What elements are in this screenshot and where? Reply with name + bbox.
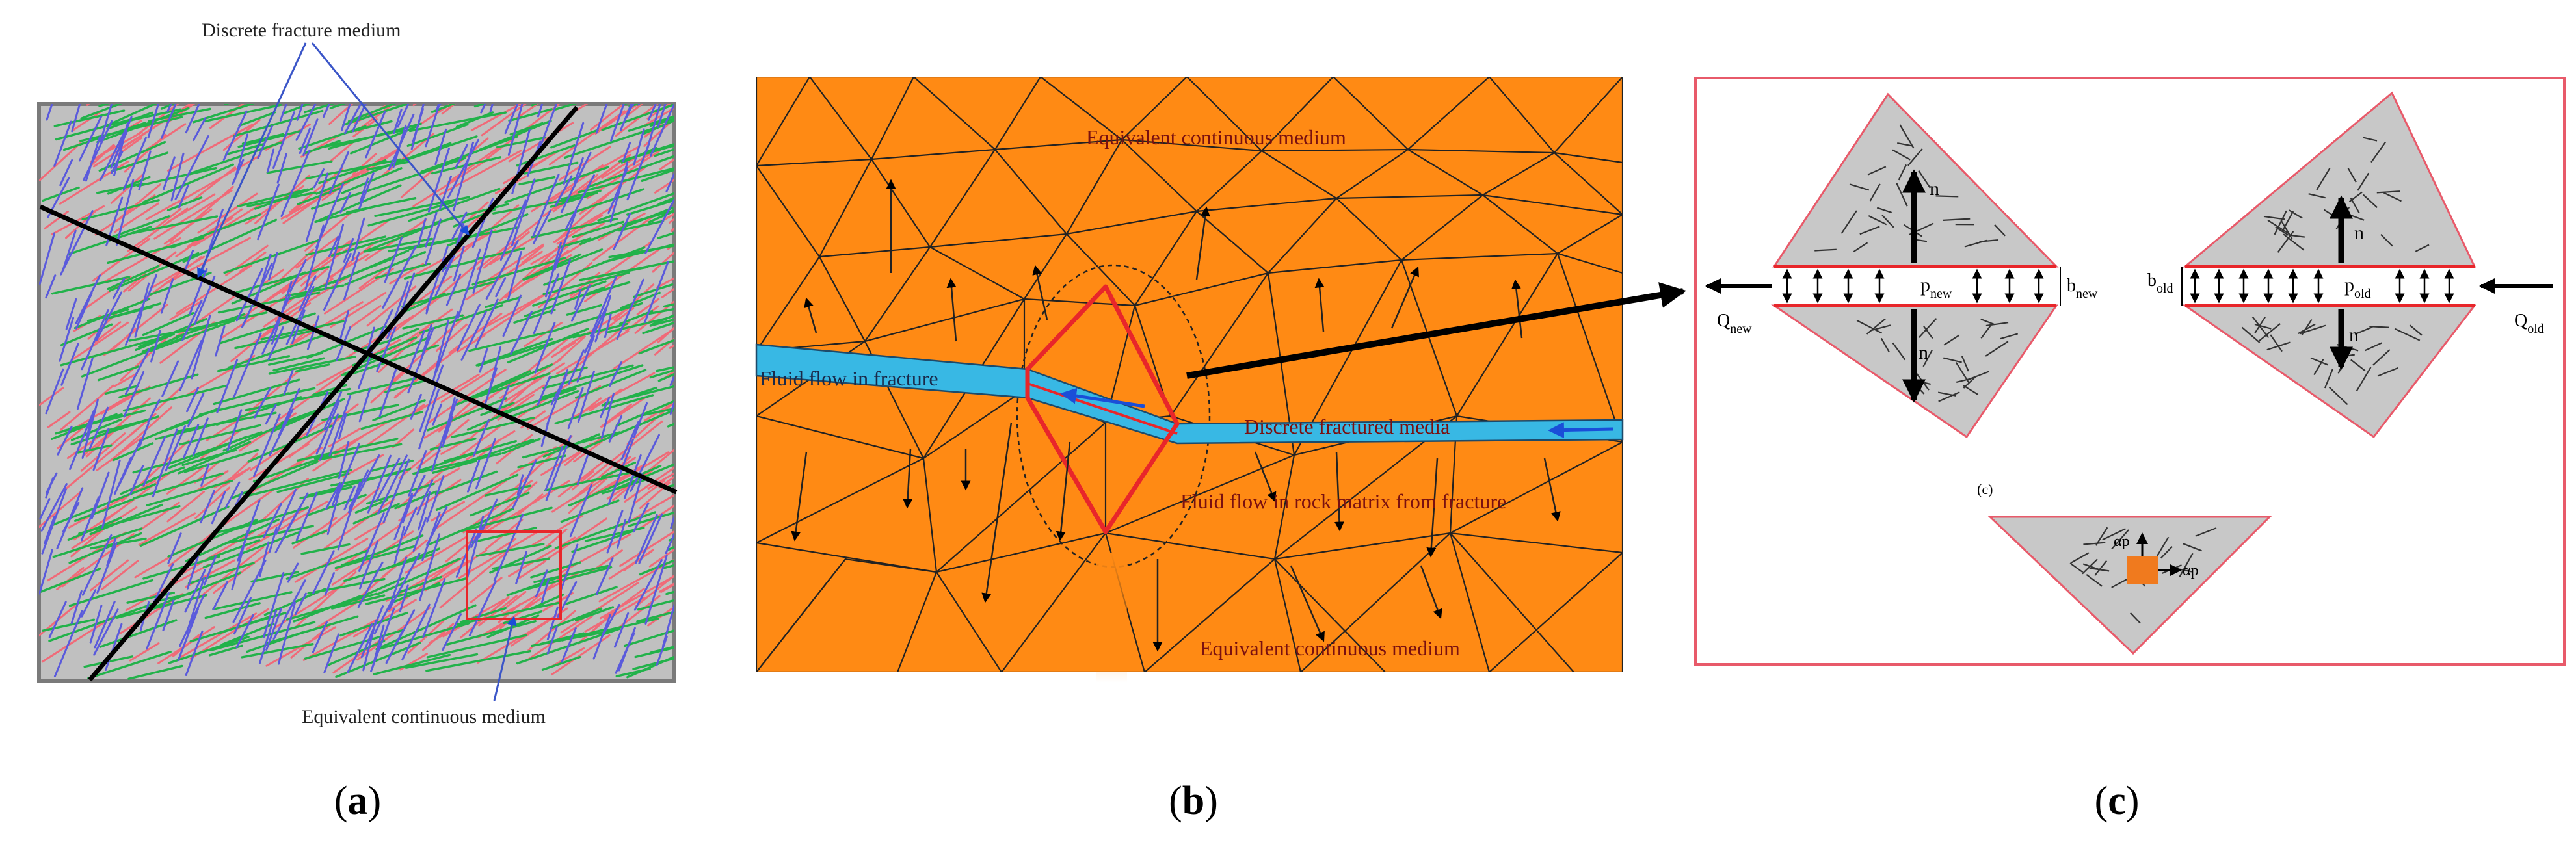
Q-new-label: Qnew — [1717, 311, 1752, 336]
b-old-label: bold — [2147, 270, 2173, 296]
pressure-arrows — [1782, 268, 2454, 304]
source-label-up: αp — [2114, 533, 2130, 550]
callout-equivalent-medium: Equivalent continuous medium — [302, 706, 546, 727]
fracture-element — [1025, 284, 1180, 534]
matrix-flow-arrows — [791, 179, 1561, 652]
fracture-flow-arrow-2 — [1548, 422, 1613, 439]
source-term-square — [2127, 556, 2158, 584]
callout-pointer-3 — [493, 616, 517, 701]
callout-pointer-2 — [311, 42, 470, 236]
rock-block-source — [1987, 516, 2272, 655]
n-label-2: n — [1919, 342, 1928, 363]
p-old-label: pold — [2344, 274, 2371, 301]
source-label-right: αp — [2183, 562, 2199, 579]
p-new-bg — [1915, 272, 1967, 298]
major-fracture-2 — [88, 105, 579, 682]
zoom-arrow — [1186, 282, 1686, 379]
n-label-4: n — [2349, 324, 2359, 346]
callout-discrete-fracture: Discrete fracture medium — [202, 20, 401, 41]
panel-c-label: (c) — [2095, 779, 2140, 823]
fracture-flow-arrow-1 — [1060, 387, 1145, 408]
n-label-1: n — [1930, 178, 1939, 200]
panel-b: Equivalent continuous medium Fluid flow … — [755, 77, 1686, 823]
Q-old-label: Qold — [2514, 311, 2544, 336]
panel-c: n n n n Qnew Qold pnew pold bnew bold (c… — [1694, 77, 2566, 823]
label-equiv-top: Equivalent continuous medium — [1086, 125, 1346, 149]
n-label-3: n — [2354, 222, 2364, 244]
panel-b-label: (b) — [1169, 779, 1218, 823]
leakage-plume — [1096, 553, 1127, 683]
panel-c-sublabel: (c) — [1977, 481, 1993, 497]
panel-a-label: (a) — [334, 779, 381, 823]
fracture-element-edge — [1027, 382, 1178, 435]
b-new-label: bnew — [2067, 276, 2098, 301]
label-fluid-flow-fracture: Fluid flow in fracture — [760, 367, 938, 390]
p-old-bg — [2341, 272, 2388, 298]
major-fracture-1 — [39, 204, 678, 495]
fracture-channel — [755, 343, 1624, 445]
label-discrete-fractured: Discrete fractured media — [1244, 415, 1450, 438]
callout-pointer-1 — [197, 42, 307, 278]
fracture-network — [39, 104, 674, 680]
label-equiv-bottom: Equivalent continuous medium — [1200, 636, 1460, 660]
panel-a: Discrete fracture medium Equivalent cont… — [37, 20, 678, 823]
p-new-label: pnew — [1920, 274, 1952, 301]
label-matrix-flow: Fluid flow in rock matrix from fracture — [1180, 490, 1506, 513]
